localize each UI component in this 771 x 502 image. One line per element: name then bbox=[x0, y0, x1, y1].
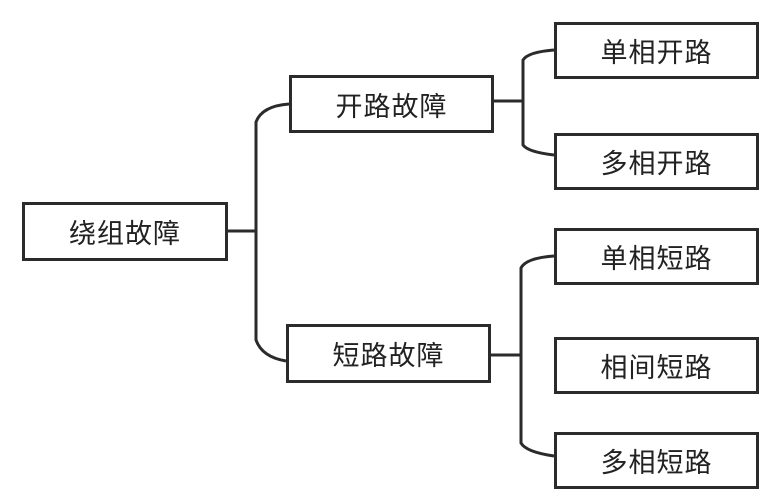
connector-open-fault-children bbox=[521, 48, 555, 157]
node-single-phase-open: 单相开路 bbox=[554, 22, 759, 79]
node-short-circuit-fault: 短路故障 bbox=[286, 324, 491, 383]
node-winding-fault: 绕组故障 bbox=[22, 202, 228, 261]
node-open-circuit-fault: 开路故障 bbox=[289, 75, 494, 133]
node-single-phase-short: 单相短路 bbox=[554, 228, 759, 285]
node-multi-phase-short: 多相短路 bbox=[554, 432, 759, 489]
connector-short-fault-children bbox=[519, 254, 555, 458]
connector-root-to-open-fault bbox=[254, 102, 290, 363]
node-multi-phase-open: 多相开路 bbox=[554, 133, 759, 190]
node-phase-to-phase-short: 相间短路 bbox=[554, 337, 759, 394]
